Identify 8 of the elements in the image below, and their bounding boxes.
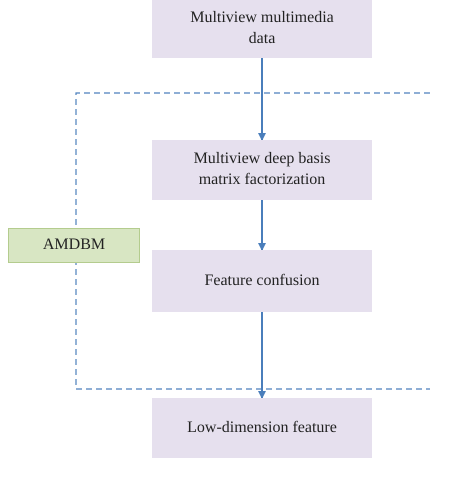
label-box: AMDBM [8, 228, 140, 263]
process-box: Low-dimension feature [152, 398, 372, 458]
arrow [258, 58, 266, 141]
process-box: Multiview deep basis matrix factorization [152, 140, 372, 200]
arrow [258, 312, 266, 399]
arrow [258, 200, 266, 251]
process-box: Feature confusion [152, 250, 372, 312]
process-box: Multiview multimedia data [152, 0, 372, 58]
